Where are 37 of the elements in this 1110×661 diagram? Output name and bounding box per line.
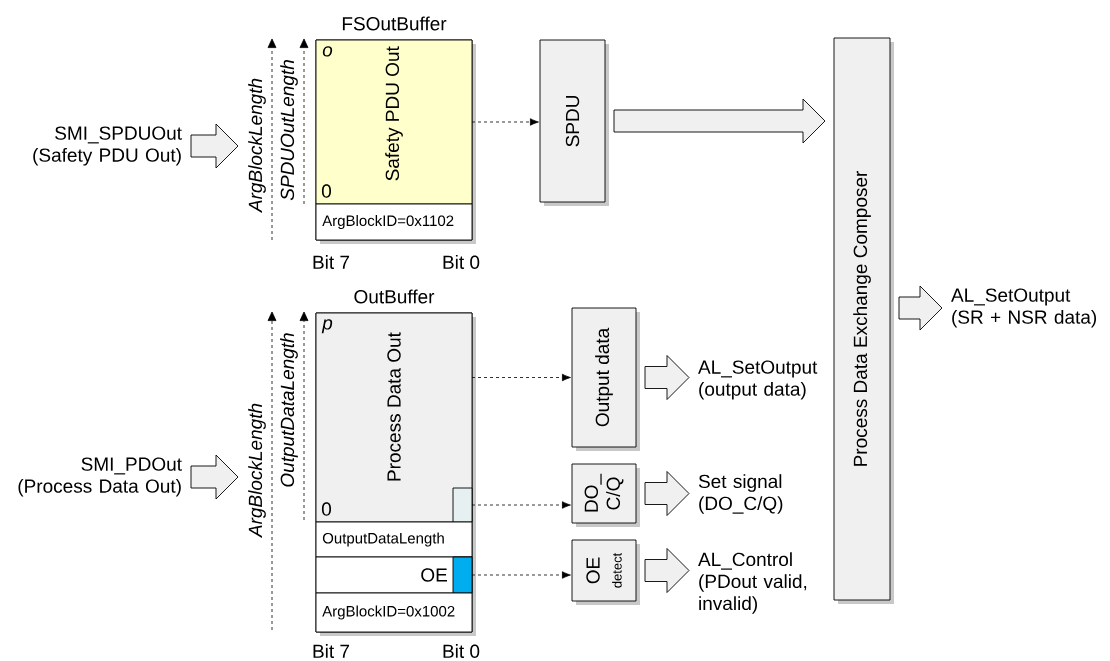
bit-cell (452, 487, 473, 523)
signal-label: SMI_PDOut (Process Data Out) (18, 457, 182, 497)
block-arrow (898, 285, 943, 331)
node-label: OutBuffer (354, 289, 435, 304)
node-label: FSOutBuffer (342, 16, 447, 31)
signal-label: AL_Control (PDout valid, invalid) (698, 552, 807, 614)
dashed-arrow (471, 571, 571, 579)
block-arrow (613, 98, 826, 144)
dimension-label: SPDUOutLength (280, 60, 298, 201)
register-row: OutputDataLength (315, 521, 473, 558)
register-row: ArgBlockID=0x1002 (315, 592, 473, 633)
process-box: SPDU (539, 39, 609, 206)
signal-label: AL_SetOutput (output data) (698, 360, 818, 400)
bit-label: Bit 7 (313, 255, 350, 269)
process-box: Output data (571, 307, 640, 451)
dashed-arrow (471, 373, 571, 382)
dimension-label: ArgBlockLength (248, 78, 266, 213)
bit-cell (452, 556, 473, 594)
dashed-arrow (471, 501, 571, 509)
block-arrow (644, 471, 690, 516)
block-arrow (644, 355, 690, 400)
register-row: ArgBlockID=0x1102 (315, 203, 473, 241)
block-arrow (190, 454, 239, 500)
signal-label: AL_SetOutput (SR + NSR data) (951, 288, 1097, 328)
dimension-label: ArgBlockLength (248, 403, 266, 538)
memory-area: p Process Data Out 0 (315, 312, 473, 523)
dimension-label: OutputDataLength (280, 333, 298, 487)
bit-label: Bit 0 (443, 644, 480, 658)
bit-label: Bit 0 (443, 255, 480, 269)
composer-bar: Process Data Exchange Composer (833, 37, 894, 604)
block-arrow (644, 548, 690, 593)
signal-label: Set signal (DO_C/Q) (698, 474, 783, 514)
block-arrow (190, 123, 239, 169)
dashed-arrow (471, 118, 539, 126)
process-box: DO_ C/Q (571, 463, 640, 527)
process-box: OE detect (571, 539, 640, 605)
signal-label: SMI_SPDUOut (Safety PDU Out) (33, 126, 182, 166)
